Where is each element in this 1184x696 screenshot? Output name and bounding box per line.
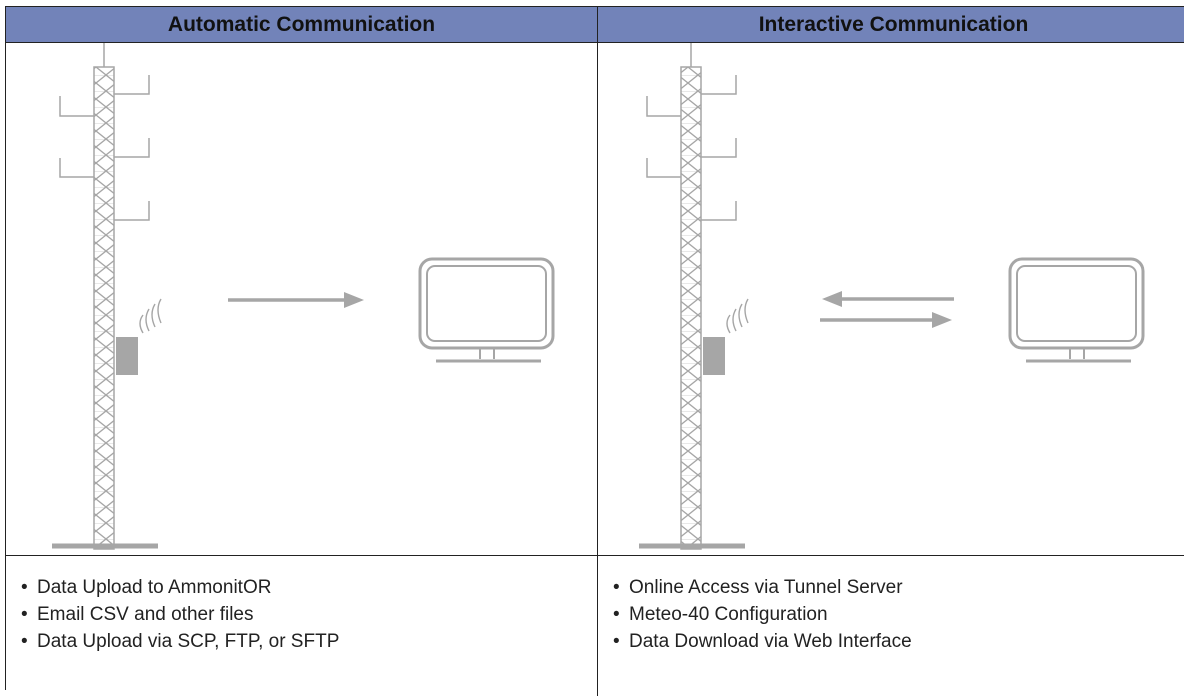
arrow-left-icon [822, 291, 954, 307]
logger-box-icon [703, 337, 725, 375]
list-item: Email CSV and other files [21, 601, 597, 628]
header-interactive: Interactive Communication [598, 7, 1184, 43]
logger-box-icon [116, 337, 138, 375]
radio-waves-icon [726, 298, 749, 334]
met-mast-icon [52, 43, 158, 550]
arrow-right-icon [228, 292, 364, 308]
illustration-automatic [6, 43, 598, 556]
feature-list: Online Access via Tunnel Server Meteo-40… [598, 556, 1184, 655]
radio-waves-icon [139, 298, 162, 334]
list-item: Meteo-40 Configuration [613, 601, 1184, 628]
interactive-diagram [639, 43, 1145, 550]
list-item: Data Upload via SCP, FTP, or SFTP [21, 628, 597, 655]
feature-list: Data Upload to AmmonitOR Email CSV and o… [6, 556, 597, 655]
automatic-diagram [52, 43, 555, 550]
header-automatic: Automatic Communication [6, 7, 598, 43]
arrow-right-icon [820, 312, 952, 328]
list-item: Online Access via Tunnel Server [613, 574, 1184, 601]
interactive-features: Online Access via Tunnel Server Meteo-40… [598, 556, 1184, 696]
monitor-icon [418, 257, 555, 363]
monitor-icon [1008, 257, 1145, 363]
list-item: Data Download via Web Interface [613, 628, 1184, 655]
communication-table: Automatic Communication Interactive Comm… [5, 6, 1184, 696]
illustration-interactive [598, 43, 1184, 556]
automatic-features: Data Upload to AmmonitOR Email CSV and o… [6, 556, 598, 696]
met-mast-icon [639, 43, 745, 550]
list-item: Data Upload to AmmonitOR [21, 574, 597, 601]
